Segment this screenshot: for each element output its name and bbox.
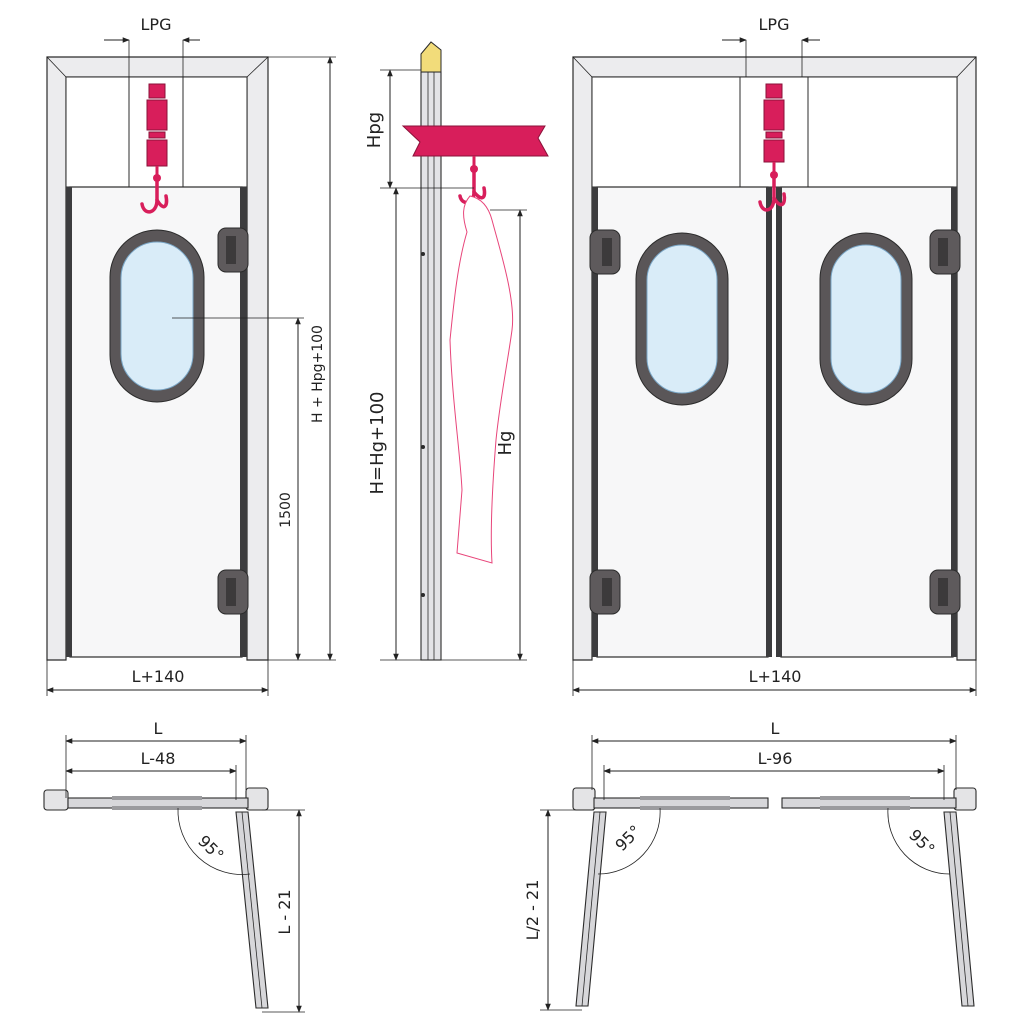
double-door-window-glass-left xyxy=(646,244,718,394)
double-door-elevation: LPG L+140 xyxy=(572,15,977,696)
label-lpg-right: LPG xyxy=(759,15,790,34)
label-plan-left-angle: 95° xyxy=(194,831,227,864)
label-plan-right-angle-a: 95° xyxy=(611,821,644,854)
section-rail-beam xyxy=(401,125,549,157)
label-width-right: L+140 xyxy=(749,667,802,686)
single-door-elevation: LPG H + Hpg+100 1500 L+140 xyxy=(46,15,336,696)
label-plan-right-l96: L-96 xyxy=(758,749,793,768)
label-hg: Hg xyxy=(495,431,516,456)
label-h-hg-100: H=Hg+100 xyxy=(367,391,388,494)
label-plan-left-l21: L - 21 xyxy=(275,889,294,934)
double-door-rail-hook xyxy=(758,83,787,212)
label-h-hpg-100: H + Hpg+100 xyxy=(310,325,326,423)
label-hpg: Hpg xyxy=(364,112,385,148)
label-lpg-left: LPG xyxy=(141,15,172,34)
double-door-plan: 95° 95° L L-96 L/2 - 21 xyxy=(523,719,977,1011)
label-plan-right-l: L xyxy=(771,719,780,738)
single-door-plan: 95° L L-48 L - 21 xyxy=(43,719,305,1013)
label-plan-left-l: L xyxy=(154,719,163,738)
section-view: Hpg H=Hg+100 Hg xyxy=(364,41,549,661)
single-door-rail-hook xyxy=(140,83,169,214)
section-hanging-carcass xyxy=(449,195,514,564)
double-door-window-glass-right xyxy=(830,244,902,394)
label-plan-left-l48: L-48 xyxy=(141,749,176,768)
label-1500: 1500 xyxy=(278,492,294,528)
single-door-window-glass xyxy=(120,241,194,391)
section-insulation xyxy=(420,41,442,73)
label-width-left: L+140 xyxy=(132,667,185,686)
label-plan-right-angle-b: 95° xyxy=(905,825,938,858)
label-plan-right-l2-21: L/2 - 21 xyxy=(523,880,542,941)
